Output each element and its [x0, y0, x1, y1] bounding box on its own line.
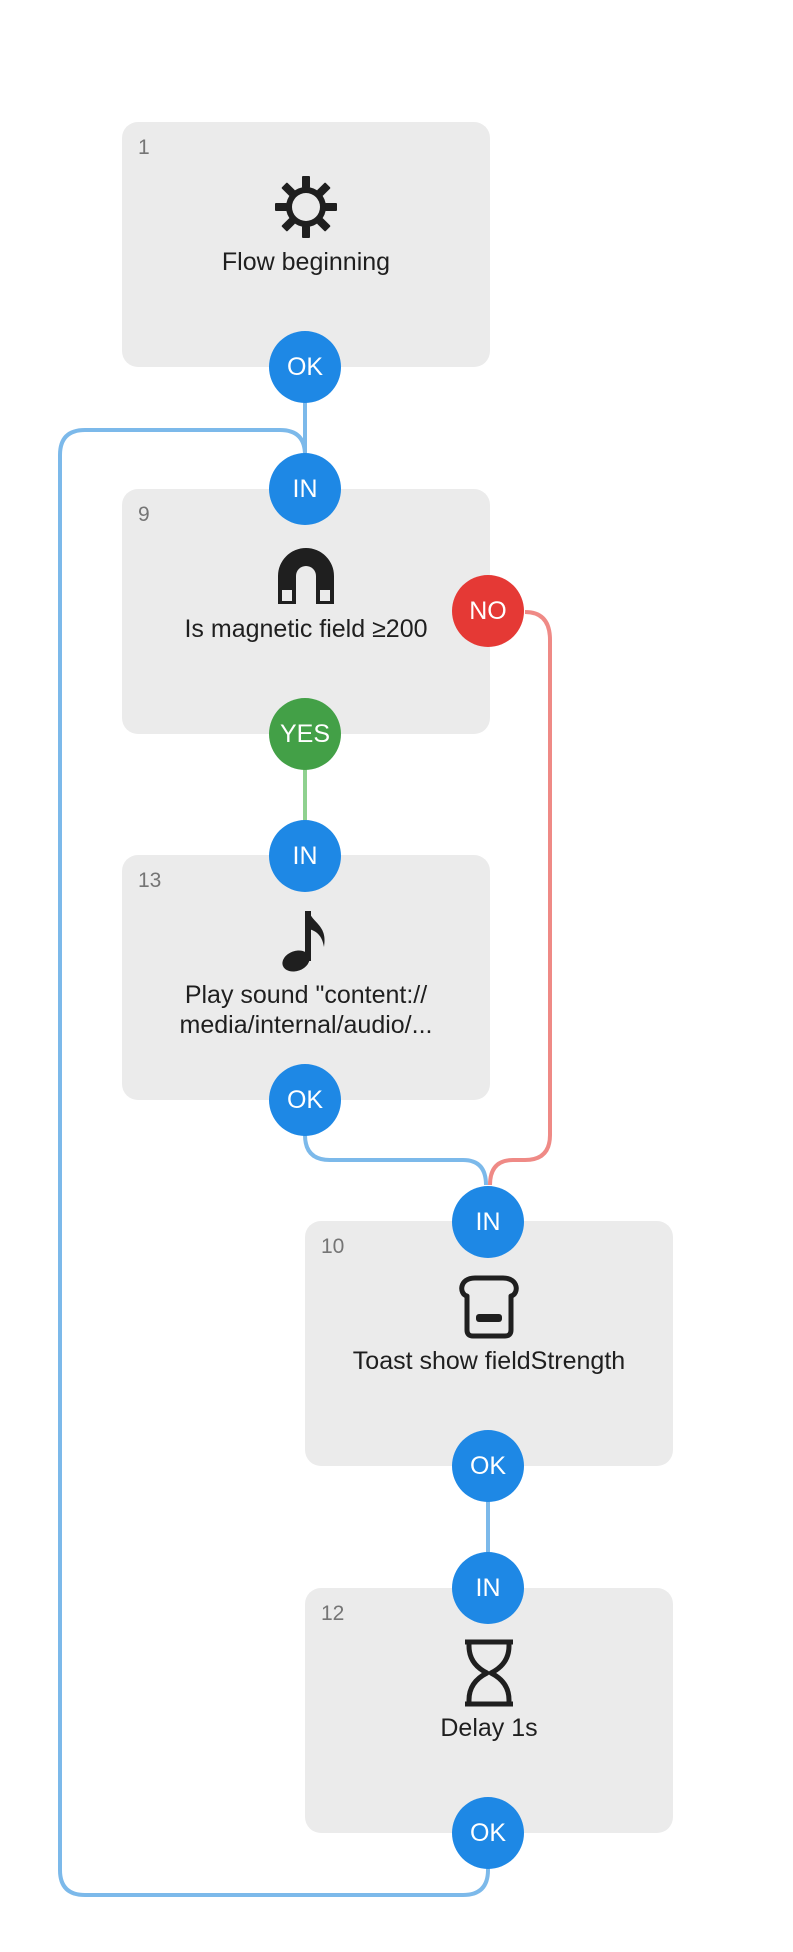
magnet-icon: [271, 539, 341, 609]
port-in[interactable]: IN: [452, 1186, 524, 1258]
port-in[interactable]: IN: [452, 1552, 524, 1624]
block-number: 12: [321, 1602, 345, 1625]
block-magnetic-check[interactable]: 9 Is magnetic field ≥200: [122, 489, 490, 734]
block-number: 13: [138, 869, 162, 892]
block-number: 1: [138, 136, 150, 159]
port-ok[interactable]: OK: [452, 1797, 524, 1869]
block-label: Is magnetic field ≥200: [184, 615, 428, 643]
music-note-icon: [271, 905, 341, 975]
gear-icon: [271, 172, 341, 242]
block-delay[interactable]: 12 Delay 1s: [305, 1588, 673, 1833]
block-label: Flow beginning: [221, 248, 391, 276]
port-in[interactable]: IN: [269, 453, 341, 525]
port-yes[interactable]: YES: [269, 698, 341, 770]
block-label: Play sound "content:// media/internal/au…: [179, 981, 433, 1039]
block-play-sound[interactable]: 13 Play sound "content:// media/internal…: [122, 855, 490, 1100]
port-ok[interactable]: OK: [452, 1430, 524, 1502]
block-toast[interactable]: 10 Toast show fieldStrength: [305, 1221, 673, 1466]
block-label: Toast show fieldStrength: [352, 1347, 626, 1375]
wire-no: [488, 610, 552, 1186]
port-ok[interactable]: OK: [269, 331, 341, 403]
port-ok[interactable]: OK: [269, 1064, 341, 1136]
block-label: Delay 1s: [440, 1714, 538, 1742]
block-flow-beginning[interactable]: 1 Flow beginning: [122, 122, 490, 367]
block-number: 10: [321, 1235, 345, 1258]
block-number: 9: [138, 503, 150, 526]
hourglass-icon: [454, 1638, 524, 1708]
toast-icon: [454, 1271, 524, 1341]
port-no[interactable]: NO: [452, 575, 524, 647]
port-in[interactable]: IN: [269, 820, 341, 892]
